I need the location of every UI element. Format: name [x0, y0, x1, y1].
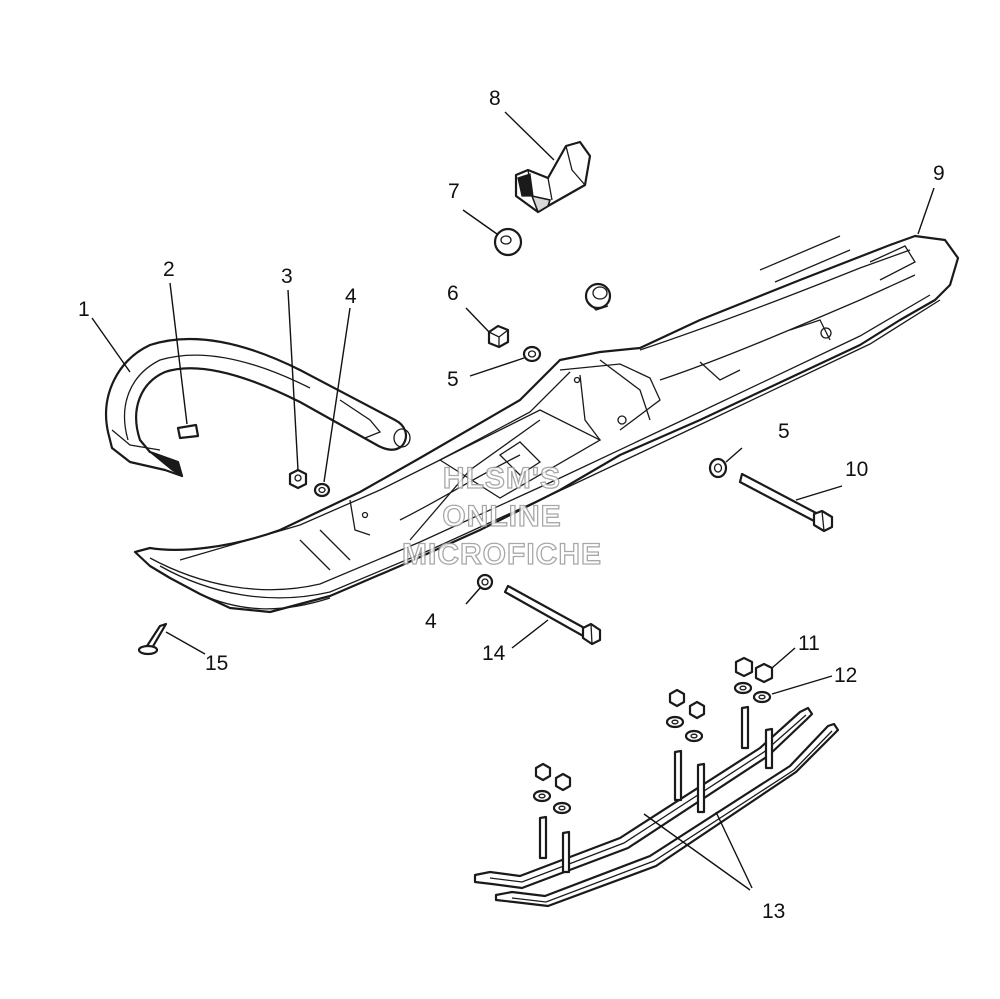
wear-bar-washers-12: [532, 681, 772, 815]
callout-1: 1: [78, 298, 90, 321]
washer-5-right: [708, 457, 728, 479]
washer-5-upper: [522, 345, 542, 363]
callout-15: 15: [205, 652, 228, 675]
callout-4-upper: 4: [345, 285, 357, 308]
washer-4-lower: [476, 573, 494, 591]
wear-bar-rear: [494, 722, 840, 908]
callout-12: 12: [834, 664, 857, 687]
leader-lines: [91, 111, 935, 891]
bushing: [584, 282, 612, 311]
ski-body: [133, 234, 960, 614]
wear-bar-front: [473, 706, 814, 890]
callout-9: 9: [933, 162, 945, 185]
callout-7: 7: [448, 180, 460, 203]
callout-4-lower: 4: [425, 610, 437, 633]
callout-8: 8: [489, 87, 501, 110]
callout-5-left: 5: [447, 368, 459, 391]
callout-10: 10: [845, 458, 868, 481]
callout-13: 13: [762, 900, 785, 923]
watermark-line-3: MICROFICHE: [402, 538, 602, 571]
watermark-line-2: ONLINE: [442, 500, 561, 533]
watermark: HLSM'S ONLINE MICROFICHE: [401, 461, 602, 571]
pin: [176, 423, 200, 440]
rivet-15: [137, 622, 168, 656]
bolt-10: [738, 472, 834, 533]
ski-loop-handle: [105, 337, 411, 478]
callout-6: 6: [447, 282, 459, 305]
washer-7: [493, 227, 523, 257]
washer-4-upper: [313, 482, 331, 498]
callout-14: 14: [482, 642, 506, 665]
bumper-block: [514, 140, 592, 214]
callout-11: 11: [798, 632, 820, 655]
callout-2: 2: [163, 258, 175, 281]
callout-labels: 1 2 3 4 4 5 5 6 7 8 9 10 11 12 13 14 15: [78, 87, 945, 923]
wear-bar-nuts-11: [534, 656, 774, 792]
wear-bar-studs: [538, 705, 774, 874]
nut-6: [487, 324, 510, 349]
nut-3: [288, 468, 308, 490]
callout-3: 3: [281, 265, 293, 288]
watermark-line-1: HLSM'S: [443, 462, 561, 495]
callout-5-right: 5: [778, 420, 790, 443]
bolt-14: [503, 584, 602, 646]
